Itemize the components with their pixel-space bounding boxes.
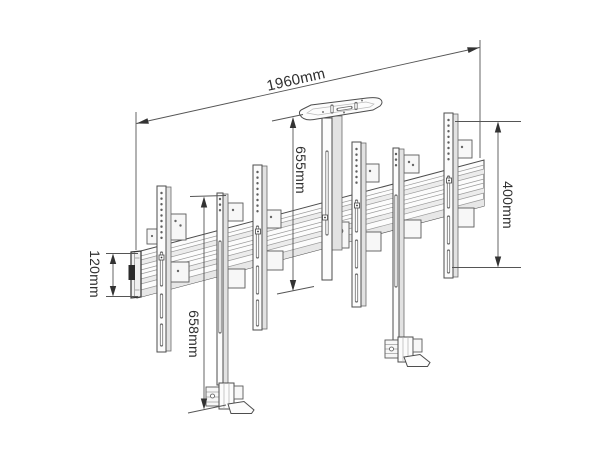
clamp-tab [227,202,244,222]
vesa-bracket-1 [156,185,172,353]
plate-slots [322,99,363,114]
arrowhead [109,286,117,297]
arrowhead [494,256,502,268]
dim-label-bracket-height: 400mm [500,181,516,229]
arrowhead [467,47,480,53]
rail-clamp-brackets [146,139,475,289]
rail-ridge-lines [136,164,485,292]
support-pole-left [205,192,255,414]
clamp-tab [169,213,187,241]
clamp-tab [364,163,380,183]
support-pole-right [384,147,431,367]
clamp-tab [456,207,475,228]
vesa-bracket-4 [443,112,459,279]
clamp-tab [169,261,190,283]
arrowhead [289,117,297,128]
arrowhead [200,398,208,410]
end-cap-connector [128,265,135,280]
vesa-bracket-3 [351,141,367,308]
dimension-rail-profile-height: 120mm [87,250,138,298]
drop-column-side [331,115,343,251]
arrowhead [289,280,297,291]
rail-bolts [158,177,452,261]
clamp-tab [265,209,282,229]
arrowhead [494,121,502,133]
tick [271,114,304,122]
ceiling-mount [298,97,383,281]
pole-clamp-foot-left [205,382,255,414]
clamp-tab [403,219,422,239]
dim-label-column-drop: 655mm [293,146,309,194]
dimension-column-drop: 655mm [271,114,315,295]
arrowhead [109,253,117,264]
dim-label-pole-length: 658mm [186,310,202,358]
clamp-tab [364,231,382,252]
arrowhead [200,196,208,208]
floor-foot [403,353,431,367]
clamp-tab [265,250,284,271]
arrowhead [136,118,149,124]
dimension-bracket-height: 400mm [452,121,521,268]
tick [187,404,227,414]
dim-label-rail-profile-height: 120mm [87,250,103,298]
tick [276,286,315,295]
floor-foot [227,400,255,414]
clamp-tab [403,154,420,174]
pole-clamp-foot-right [384,336,431,367]
clamp-tab [227,268,246,289]
clamp-tab [456,139,473,159]
vesa-bracket-2 [252,164,268,331]
tick [189,195,227,197]
dim-label-rail-length: 1960mm [265,65,327,95]
rail-end-cap [128,250,142,299]
dimension-pole-length: 658mm [186,195,227,414]
plate-inset-line [306,101,375,116]
